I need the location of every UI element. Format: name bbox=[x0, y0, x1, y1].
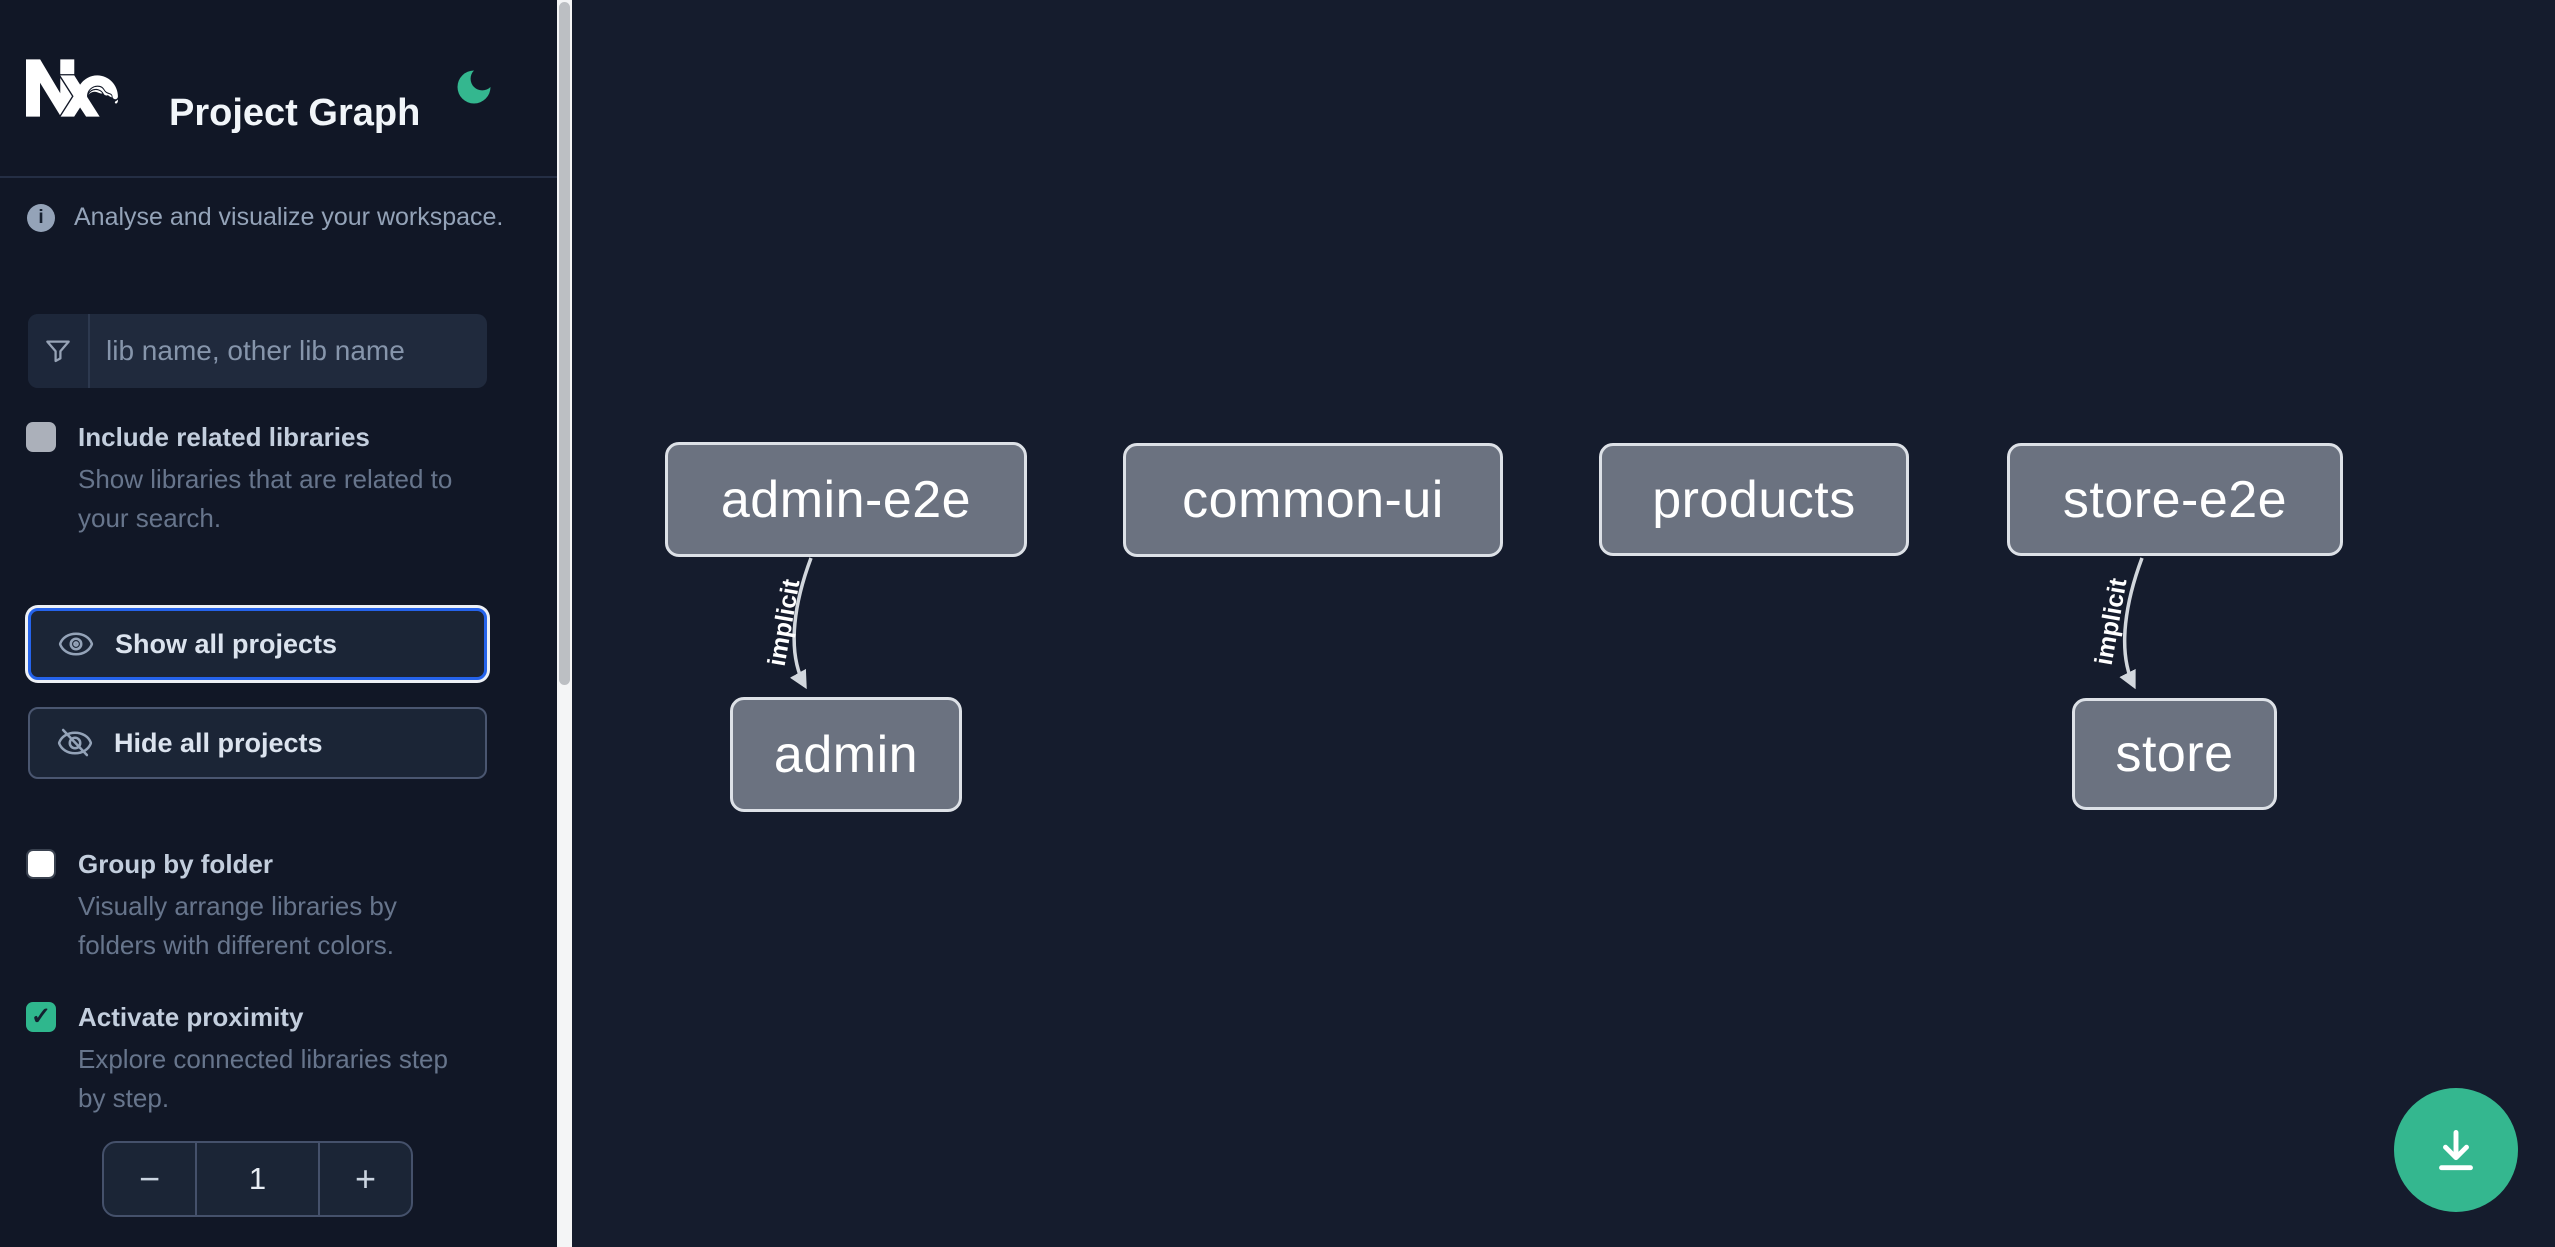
graph-node-store-e2e[interactable]: store-e2e bbox=[2007, 443, 2343, 556]
activate-proximity-checkbox[interactable] bbox=[26, 1002, 56, 1032]
stepper-value[interactable]: 1 bbox=[195, 1143, 320, 1215]
graph-node-products[interactable]: products bbox=[1599, 443, 1909, 556]
toggle-include-related-libraries[interactable]: Include related libraries Show libraries… bbox=[26, 420, 487, 538]
moon-icon bbox=[457, 70, 491, 103]
proximity-stepper: − 1 + bbox=[102, 1141, 413, 1217]
graph-node-admin[interactable]: admin bbox=[730, 697, 962, 812]
page-title: Project Graph bbox=[169, 92, 421, 135]
stepper-decrement-button[interactable]: − bbox=[104, 1143, 195, 1215]
nx-logo bbox=[26, 59, 118, 117]
show-all-projects-label: Show all projects bbox=[115, 628, 338, 659]
show-all-projects-button[interactable]: Show all projects bbox=[28, 608, 487, 680]
info-text: Analyse and visualize your workspace. bbox=[74, 203, 504, 231]
search-box bbox=[28, 314, 487, 388]
scrollbar-thumb[interactable] bbox=[559, 2, 570, 685]
group-by-folder-checkbox[interactable] bbox=[26, 849, 56, 879]
graph-edge-store-e2e-store[interactable] bbox=[2119, 557, 2144, 690]
toggle-label: Include related libraries bbox=[78, 422, 370, 452]
download-button[interactable] bbox=[2394, 1088, 2518, 1212]
eye-off-icon bbox=[57, 728, 93, 757]
hide-all-projects-button[interactable]: Hide all projects bbox=[28, 707, 487, 779]
header-divider bbox=[0, 176, 557, 178]
graph-node-common-ui[interactable]: common-ui bbox=[1123, 443, 1503, 557]
search-input[interactable] bbox=[90, 314, 487, 388]
sidebar: Project Graph i Analyse and visualize yo… bbox=[0, 0, 557, 1247]
include-related-checkbox[interactable] bbox=[26, 422, 56, 452]
sidebar-scrollbar[interactable] bbox=[557, 0, 572, 1247]
theme-toggle-button[interactable] bbox=[450, 64, 498, 112]
graph-node-admin-e2e[interactable]: admin-e2e bbox=[665, 442, 1027, 557]
stepper-increment-button[interactable]: + bbox=[320, 1143, 411, 1215]
eye-icon bbox=[58, 632, 94, 656]
graph-node-store[interactable]: store bbox=[2072, 698, 2277, 810]
toggle-label: Activate proximity bbox=[78, 1002, 304, 1032]
edge-label: implicit bbox=[763, 576, 806, 668]
toggle-description: Visually arrange libraries by folders wi… bbox=[78, 891, 397, 960]
info-icon: i bbox=[27, 203, 55, 232]
filter-icon bbox=[28, 314, 90, 388]
toggle-activate-proximity[interactable]: Activate proximity Explore connected lib… bbox=[26, 1000, 487, 1118]
hide-all-projects-label: Hide all projects bbox=[114, 727, 323, 758]
toggle-label: Group by folder bbox=[78, 849, 273, 879]
toggle-description: Show libraries that are related to your … bbox=[78, 464, 453, 533]
workspace-info: i Analyse and visualize your workspace. bbox=[27, 203, 503, 232]
graph-edge-admin-e2e-admin[interactable] bbox=[789, 557, 813, 690]
toggle-group-by-folder[interactable]: Group by folder Visually arrange librari… bbox=[26, 847, 487, 965]
toggle-description: Explore connected libraries step by step… bbox=[78, 1044, 448, 1113]
download-icon bbox=[2439, 1130, 2473, 1171]
